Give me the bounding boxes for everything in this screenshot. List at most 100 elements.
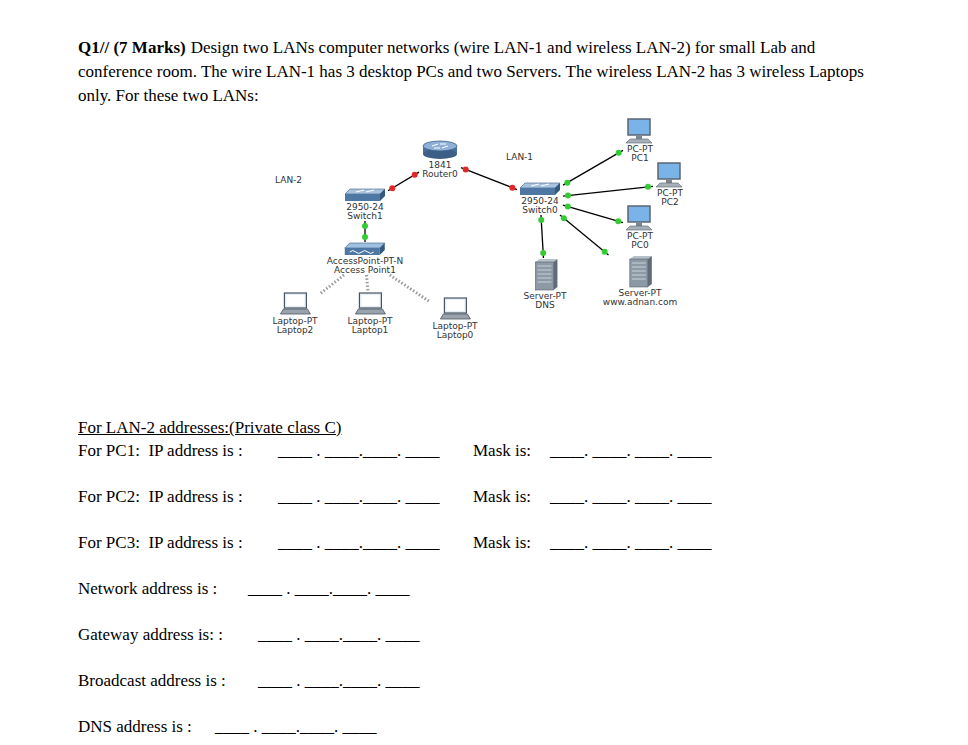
device-label: Laptop0 <box>432 331 477 340</box>
switch-icon <box>519 182 561 196</box>
answer-blank: ____ . ____.____. ____ <box>258 625 420 645</box>
network-device: PC-PTPC1 <box>623 118 657 163</box>
network-device: PC-PTPC2 <box>653 162 687 207</box>
link-status-dot <box>362 234 368 240</box>
device-label: AccessPoint-PT-N <box>327 257 403 266</box>
lan-label: LAN-1 <box>506 152 533 162</box>
question: Q1// (7 Marks)Design two LANs computer n… <box>78 36 868 108</box>
network-device: Laptop-PTLaptop0 <box>430 297 479 340</box>
device-label: PC0 <box>625 241 655 250</box>
form-label: Broadcast address is : <box>78 671 226 691</box>
network-link <box>560 215 608 255</box>
link-status-dot <box>540 250 546 256</box>
pc-icon <box>625 118 655 144</box>
server-icon <box>532 258 558 291</box>
form-label: Mask is: <box>473 487 531 507</box>
form-label: For PC1: IP address is : <box>78 441 243 461</box>
answer-blank: ____ . ____.____. ____ <box>278 487 440 507</box>
link-status-dot <box>615 218 621 224</box>
link-status-dot <box>389 185 395 191</box>
network-device: Server-PTDNS <box>521 258 568 310</box>
network-device: AccessPoint-PT-NAccess Point1 <box>325 242 405 275</box>
device-label: 2950-24 <box>344 203 386 212</box>
answer-blank: ____ . ____.____. ____ <box>215 717 377 737</box>
form-label: Network address is : <box>78 579 217 599</box>
network-link <box>461 168 517 190</box>
answer-blank: ____. ____. ____. ____ <box>550 487 712 507</box>
device-label: Laptop-PT <box>347 317 392 326</box>
network-device: 2950-24Switch1 <box>342 188 388 221</box>
link-status-dot <box>463 167 469 173</box>
device-label: Laptop1 <box>347 326 392 335</box>
answer-blank: ____ . ____.____. ____ <box>258 671 420 691</box>
device-label: PC1 <box>625 154 655 163</box>
device-label: PC2 <box>655 198 685 207</box>
network-link <box>563 205 623 222</box>
device-label: DNS <box>523 301 566 310</box>
device-label: Access Point1 <box>327 266 403 275</box>
link-status-dot <box>565 192 571 198</box>
link-status-dot <box>565 204 571 210</box>
device-label: Laptop2 <box>272 326 317 335</box>
answer-blank: ____ . ____.____. ____ <box>278 533 440 553</box>
form-heading: For LAN-2 addresses:(Private class C) <box>78 418 341 438</box>
question-title: Q1// (7 Marks) <box>78 38 186 57</box>
wireless-link <box>367 275 369 292</box>
answer-blank: ____. ____. ____. ____ <box>550 441 712 461</box>
network-link <box>563 150 623 185</box>
pc-icon <box>655 162 685 188</box>
link-status-dot <box>561 215 567 221</box>
link-status-dot <box>362 223 368 229</box>
network-device: 2950-24Switch0 <box>517 182 563 215</box>
link-status-dot <box>509 185 515 191</box>
form-label: Mask is: <box>473 441 531 461</box>
laptop-icon <box>354 292 386 316</box>
form-label: For PC2: IP address is : <box>78 487 243 507</box>
network-device: Server-PTwww.adnan.com <box>601 255 679 307</box>
device-label: 2950-24 <box>519 197 561 206</box>
network-link <box>563 186 653 196</box>
link-status-dot <box>616 150 622 156</box>
device-label: Laptop-PT <box>272 317 317 326</box>
form-label: For PC3: IP address is : <box>78 533 243 553</box>
answer-blank: ____ . ____.____. ____ <box>278 441 440 461</box>
device-label: Switch1 <box>344 212 386 221</box>
device-label: 1841 <box>421 161 459 170</box>
device-label: PC-PT <box>625 145 655 154</box>
device-label: Router0 <box>421 170 459 179</box>
network-device: 1841Router0 <box>419 140 461 179</box>
network-device: Laptop-PTLaptop1 <box>345 292 394 335</box>
device-label: www.adnan.com <box>603 298 677 307</box>
form-label: DNS address is : <box>78 717 192 737</box>
device-label: Laptop-PT <box>432 322 477 331</box>
link-status-dot <box>645 184 651 190</box>
laptop-icon <box>279 292 311 316</box>
device-label: Switch0 <box>519 206 561 215</box>
form-label: Gateway address is: : <box>78 625 223 645</box>
link-status-dot <box>602 249 608 255</box>
lan-label: LAN-2 <box>275 175 302 185</box>
network-device: Laptop-PTLaptop2 <box>270 292 319 335</box>
device-label: PC-PT <box>655 189 685 198</box>
link-status-dot <box>538 217 544 223</box>
link-status-dot <box>412 172 418 178</box>
router-icon <box>421 140 459 160</box>
wireless-link <box>390 275 431 302</box>
device-label: Server-PT <box>603 289 677 298</box>
server-icon <box>627 255 653 288</box>
network-device: PC-PTPC0 <box>623 205 657 250</box>
answer-blank: ____ . ____.____. ____ <box>248 579 410 599</box>
form-label: Mask is: <box>473 533 531 553</box>
link-status-dot <box>564 180 570 186</box>
network-link <box>388 172 419 191</box>
question-text: Design two LANs computer networks (wire … <box>78 38 864 105</box>
switch-icon <box>344 188 386 202</box>
pc-icon <box>625 205 655 231</box>
ap-icon <box>344 242 386 256</box>
laptop-icon <box>439 297 471 321</box>
answer-blank: ____. ____. ____. ____ <box>550 533 712 553</box>
device-label: PC-PT <box>625 232 655 241</box>
wireless-link <box>320 275 344 294</box>
device-label: Server-PT <box>523 292 566 301</box>
